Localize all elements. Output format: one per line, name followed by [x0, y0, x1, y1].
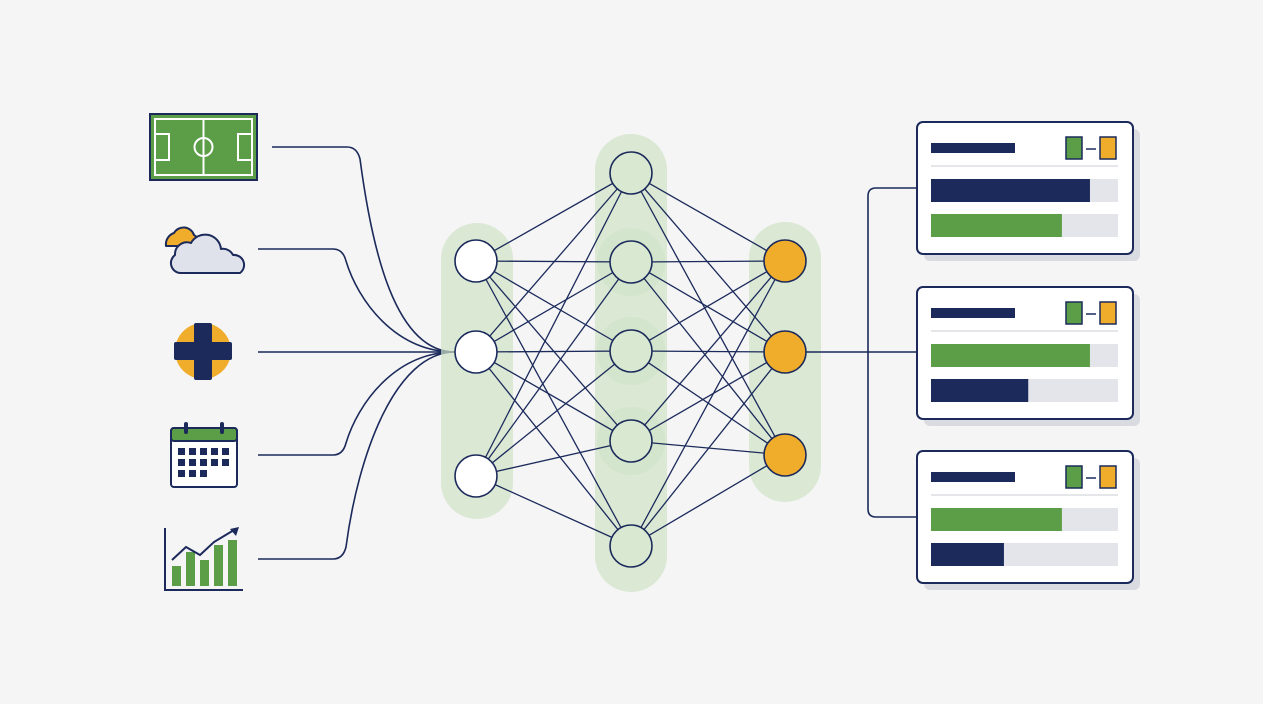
network-edge	[475, 261, 632, 477]
calendar-day-cell	[189, 448, 196, 455]
output-connector	[867, 187, 916, 518]
network-edge	[630, 260, 786, 263]
input-node	[454, 239, 498, 283]
network-edge	[475, 172, 632, 477]
calendar-day-cell	[189, 459, 196, 466]
network-edge	[630, 351, 786, 442]
network-edge	[630, 261, 786, 456]
home-team-swatch	[1065, 136, 1083, 160]
input-connector	[272, 146, 456, 353]
network-nodes	[454, 151, 807, 568]
network-edges	[475, 172, 786, 547]
network-edge	[475, 172, 632, 353]
output-node	[763, 239, 807, 283]
calendar-day-cell	[178, 470, 185, 477]
network-edge	[475, 475, 632, 547]
calendar-day-cell	[178, 448, 185, 455]
calendar-day-cell	[200, 448, 207, 455]
network-edge	[630, 260, 786, 352]
hidden-node	[609, 240, 653, 284]
network-edge	[475, 260, 632, 263]
input-node	[454, 330, 498, 374]
hidden-node	[609, 329, 653, 373]
hidden-node	[609, 151, 653, 195]
calendar-day-cell	[200, 459, 207, 466]
probability-bar	[931, 543, 1004, 566]
network-edge	[475, 260, 632, 547]
calendar-day-cell	[200, 470, 207, 477]
input-connectors	[258, 146, 456, 560]
card-title-bar	[931, 308, 1015, 318]
input-connector	[258, 351, 456, 456]
probability-bar	[931, 179, 1090, 202]
network-edge	[475, 350, 632, 353]
output-node	[763, 433, 807, 477]
calendar-day-cell	[222, 459, 229, 466]
network-edge	[475, 351, 632, 547]
network-edge	[630, 351, 786, 547]
output-node	[763, 330, 807, 374]
calendar-day-cell	[189, 470, 196, 477]
probability-bar	[931, 379, 1029, 402]
probability-bar	[931, 344, 1090, 367]
network-edge	[475, 440, 632, 477]
network-edge	[630, 260, 786, 547]
output-card	[916, 121, 1140, 261]
growth-chart-icon	[164, 527, 243, 591]
card-title-bar	[931, 472, 1015, 482]
network-edge	[475, 260, 632, 352]
network-edge	[630, 172, 786, 262]
output-connectors	[806, 187, 916, 518]
network-edge	[475, 261, 632, 353]
network-edge	[630, 172, 786, 353]
input-connector	[258, 351, 456, 560]
network-edge	[630, 172, 786, 456]
probability-bar	[931, 508, 1062, 531]
calendar-day-cell	[222, 448, 229, 455]
probability-bar	[931, 214, 1062, 237]
soccer-field-icon	[149, 113, 258, 181]
home-team-swatch	[1065, 465, 1083, 489]
input-node	[454, 454, 498, 498]
output-card	[916, 286, 1140, 426]
calendar-day-cell	[211, 448, 218, 455]
calendar-day-cell	[178, 459, 185, 466]
network-edge	[630, 260, 786, 442]
output-cards	[916, 121, 1140, 590]
away-team-swatch	[1099, 301, 1117, 325]
network-edge	[630, 261, 786, 353]
output-card	[916, 450, 1140, 590]
home-team-swatch	[1065, 301, 1083, 325]
away-team-swatch	[1099, 136, 1117, 160]
medical-cross-icon	[174, 323, 232, 380]
hidden-node	[609, 524, 653, 568]
calendar-icon	[170, 422, 238, 488]
input-connector	[258, 248, 456, 353]
network-edge	[475, 351, 632, 442]
card-title-bar	[931, 143, 1015, 153]
network-edge	[475, 172, 632, 262]
away-team-swatch	[1099, 465, 1117, 489]
calendar-day-cell	[211, 459, 218, 466]
network-edge	[630, 454, 786, 547]
weather-cloud-sun-icon	[164, 226, 246, 274]
network-edge	[475, 350, 632, 477]
hidden-node	[609, 419, 653, 463]
